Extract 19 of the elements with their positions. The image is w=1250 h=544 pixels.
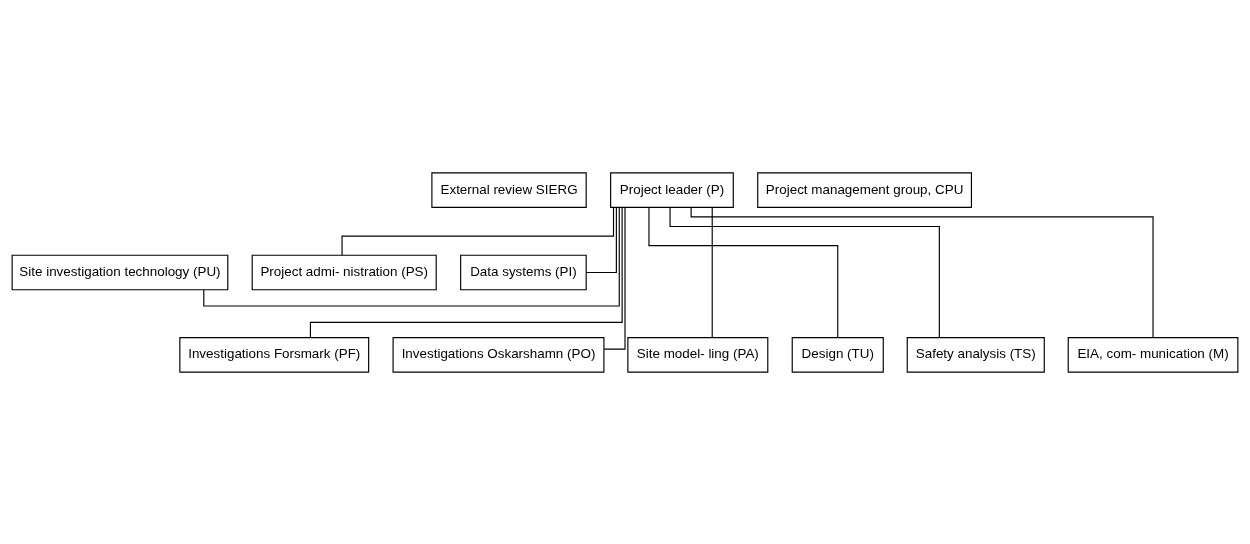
connector [585, 206, 617, 273]
node-box: Project management group, CPU [757, 171, 972, 208]
connector [669, 206, 940, 338]
connector [690, 206, 1154, 338]
node-box: Project leader (P) [610, 171, 734, 208]
connector [341, 206, 615, 256]
node-box: Data systems (PI) [460, 254, 587, 290]
node-box: Project admi- nistration (PS) [251, 254, 437, 290]
connector [603, 206, 626, 350]
node-box: Investigations Forsmark (PF) [179, 336, 370, 373]
connector [711, 206, 713, 338]
node-box: Investigations Oskarshamn (PO) [392, 336, 605, 373]
connector [648, 206, 839, 338]
node-box: Site investigation technology (PU) [11, 254, 229, 290]
node-box: Design (TU) [791, 336, 884, 373]
node-box: External review SIERG [431, 171, 587, 208]
node-box: Site model- ling (PA) [627, 336, 769, 373]
node-box: EIA, com- munication (M) [1067, 336, 1239, 373]
node-box: Safety analysis (TS) [906, 336, 1045, 373]
